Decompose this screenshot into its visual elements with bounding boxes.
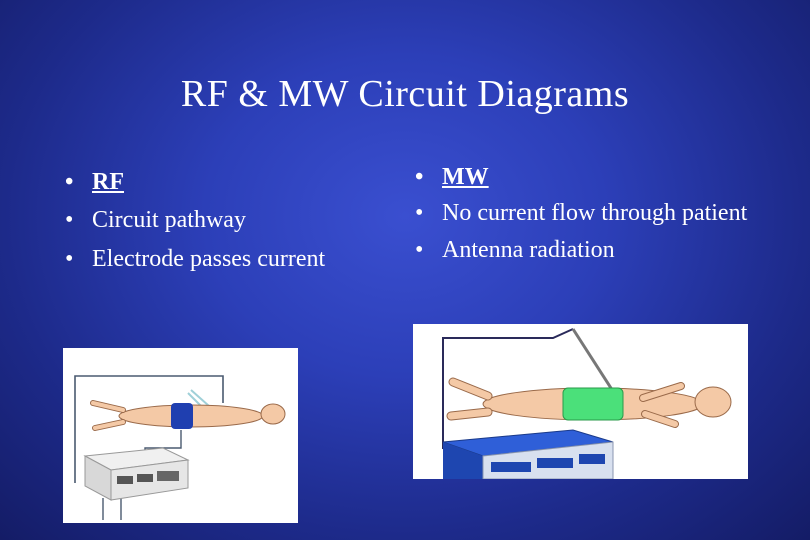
bullet-antenna-radiation: Antenna radiation [412, 234, 772, 267]
bullet-no-current-flow: No current flow through patient [412, 197, 772, 230]
mw-diagram-svg [442, 328, 732, 479]
bullet-rf: RF [62, 163, 392, 202]
slide-title: RF & MW Circuit Diagrams [180, 73, 630, 115]
rf-circuit-wire [74, 375, 224, 483]
bullet-mw: MW [412, 161, 772, 194]
mw-bullet-list: MW No current flow through patient Anten… [412, 161, 772, 270]
rf-bullet-list: RF Circuit pathway Electrode passes curr… [62, 163, 392, 279]
rf-diagram-svg [74, 375, 286, 520]
bullet-electrode-passes-current: Electrode passes current [62, 240, 392, 279]
mw-patient-illustration [446, 377, 732, 428]
mw-generator-icon [442, 429, 614, 479]
mw-antenna-icon [571, 328, 620, 400]
mw-band [562, 387, 624, 421]
mw-cable [442, 328, 574, 449]
rf-generator-leads [102, 498, 122, 520]
bullet-circuit-pathway: Circuit pathway [62, 201, 392, 240]
mw-diagram-image [413, 324, 748, 479]
rf-dispersive-pad [171, 403, 193, 429]
rf-patient-illustration [90, 400, 286, 431]
rf-generator-icon [83, 447, 190, 501]
rf-diagram-image [63, 348, 298, 523]
